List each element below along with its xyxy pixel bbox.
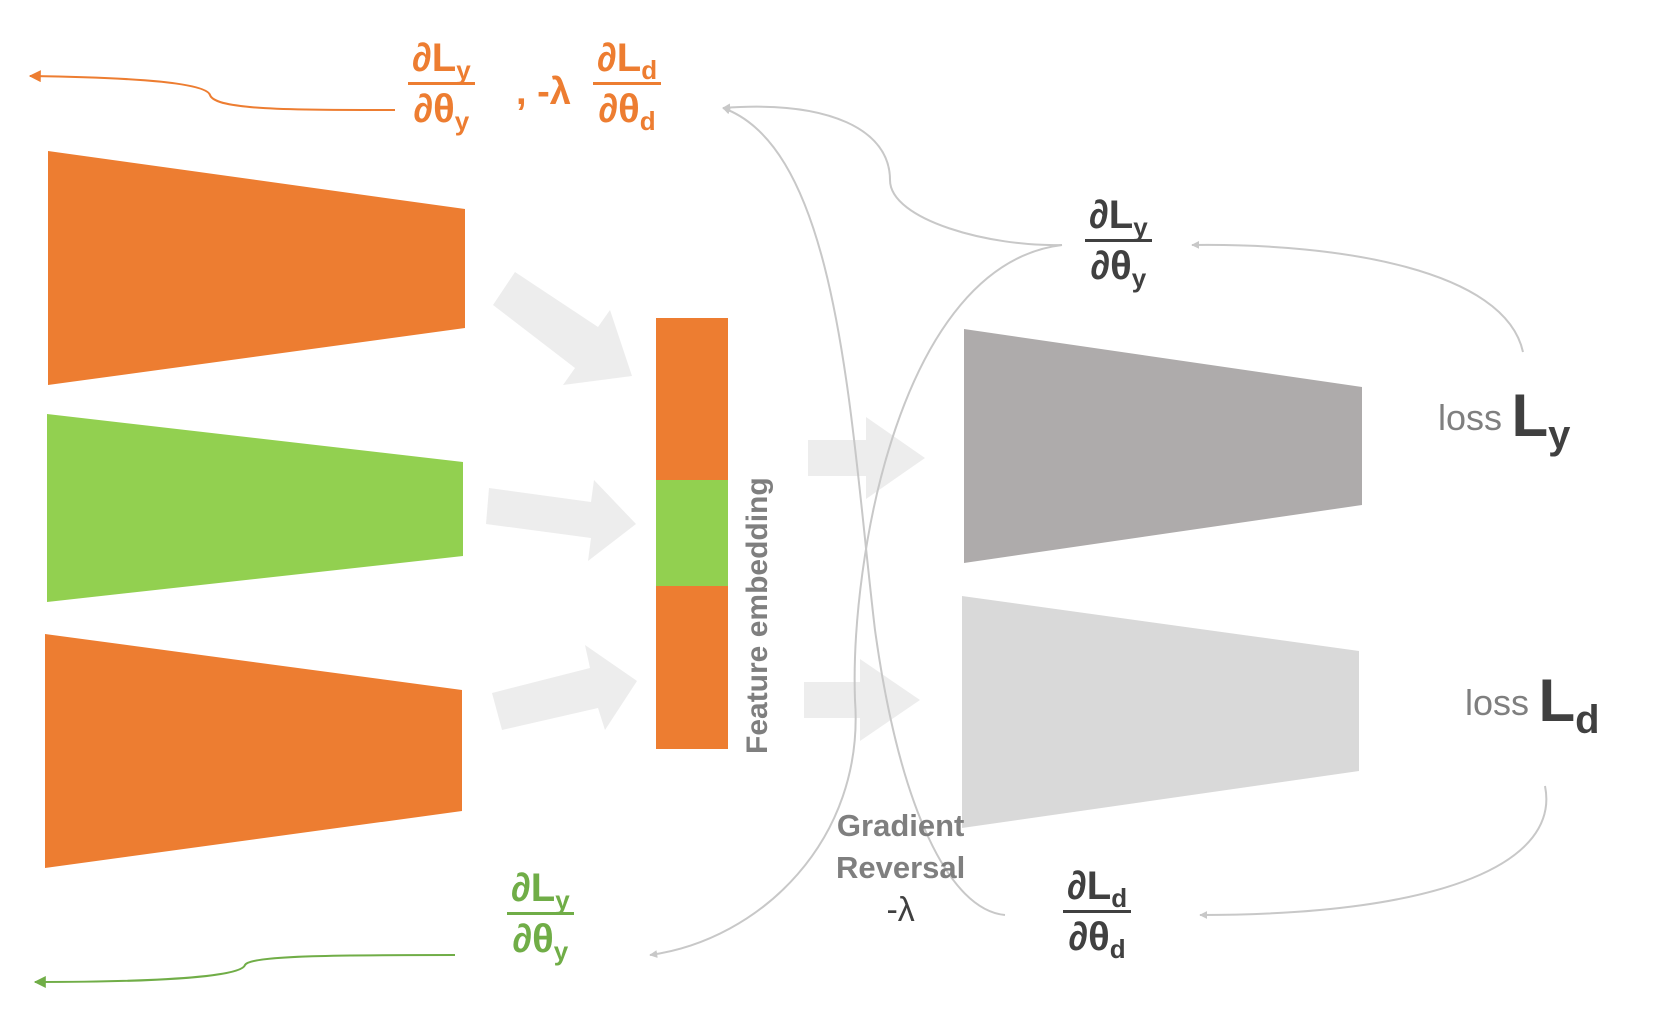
flow-arrow-middle xyxy=(486,480,636,561)
gradient-reversal-line xyxy=(722,106,1006,916)
gradient-label-d: ∂Ld ∂θd xyxy=(1063,866,1132,962)
embedding-segment-bottom xyxy=(656,586,728,749)
feature-embedding-label: Feature embedding xyxy=(741,477,774,754)
backprop-arrow-green xyxy=(33,954,456,988)
embedding-segment-top xyxy=(656,318,728,480)
loss-d-label: loss Ld xyxy=(1465,667,1600,742)
gradient-line-loss-y xyxy=(1191,240,1524,353)
encoder-top xyxy=(48,151,465,385)
flow-arrow-top xyxy=(493,272,632,385)
encoder-bottom xyxy=(45,634,462,868)
gradient-line-to-top xyxy=(722,103,1063,247)
gradient-reversal-label: Gradient Reversal -λ xyxy=(836,805,965,931)
gradient-bottom: ∂Ly ∂θy xyxy=(507,868,574,964)
flow-arrow-to-classifier xyxy=(808,417,925,499)
embedding-segment-middle xyxy=(656,480,728,586)
backprop-arrow-orange xyxy=(28,70,396,111)
gradient-reversal-lambda: -λ xyxy=(886,891,915,929)
gradient-label-y: ∂Ly ∂θy xyxy=(1085,195,1152,291)
encoder-middle xyxy=(47,414,463,602)
gradient-line-to-bottom xyxy=(649,244,1063,958)
label-classifier xyxy=(964,329,1362,563)
flow-arrow-bottom xyxy=(492,645,637,730)
gradient-reversal-line2: Reversal xyxy=(836,850,966,885)
gradient-top-separator: , -λ xyxy=(516,71,571,113)
gradient-top-frac-d: ∂Ld ∂θd xyxy=(593,38,662,134)
loss-y-label: loss Ly xyxy=(1438,382,1571,457)
domain-discriminator xyxy=(962,596,1359,828)
gradient-reversal-line1: Gradient xyxy=(836,808,965,843)
gradient-top-frac-y: ∂Ly ∂θy xyxy=(408,38,475,134)
flow-arrow-to-discriminator xyxy=(804,659,920,741)
gradient-line-loss-d xyxy=(1199,785,1548,919)
